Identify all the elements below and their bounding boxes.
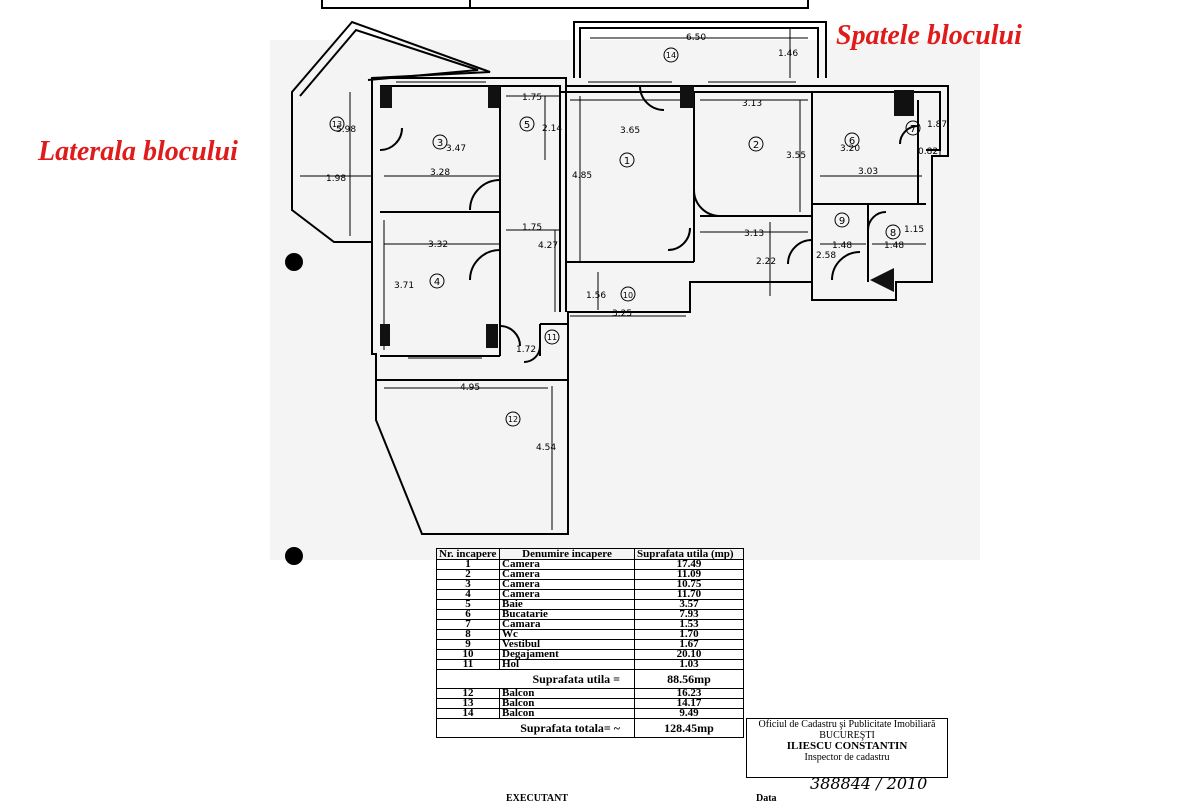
useful-area-label: Suprafata utila = bbox=[436, 669, 635, 689]
handwritten-number: 388844 / 2010 bbox=[810, 774, 928, 793]
dim-label: 3.03 bbox=[858, 167, 878, 177]
label-back-of-building: Spatele blocului bbox=[836, 20, 1022, 51]
room-number-10: 10 bbox=[623, 291, 633, 300]
total-area-row: Suprafata totala= ~ 128.45mp bbox=[436, 718, 744, 738]
bullet-dot bbox=[285, 253, 303, 271]
dim-label: 2.22 bbox=[756, 257, 776, 267]
date-label: Data bbox=[756, 793, 777, 804]
dim-label: 3.13 bbox=[742, 99, 762, 109]
bullet-dot bbox=[285, 547, 303, 565]
dim-label: 3.32 bbox=[428, 240, 448, 250]
stamp-inspector-name: ILIESCU CONSTANTIN bbox=[786, 740, 908, 752]
room-number-4: 4 bbox=[434, 277, 440, 288]
dim-label: 4.27 bbox=[538, 241, 558, 251]
room-area: 9.49 bbox=[634, 708, 744, 719]
dim-label: 3.13 bbox=[744, 229, 764, 239]
dim-label: 2.14 bbox=[542, 124, 562, 134]
dim-label: 3.28 bbox=[430, 168, 450, 178]
dim-label: 1.48 bbox=[832, 241, 852, 251]
useful-area-value: 88.56mp bbox=[634, 669, 744, 689]
dim-label: 3.65 bbox=[620, 126, 640, 136]
dim-label: 6.50 bbox=[686, 33, 706, 43]
dim-label: 3.20 bbox=[840, 144, 860, 154]
dim-label: 4.54 bbox=[536, 443, 556, 453]
stamp-office: Oficiul de Cadastru şi Publicitate Imobi… bbox=[758, 719, 936, 730]
room-name: Degajament bbox=[499, 649, 635, 660]
room-number-14: 14 bbox=[666, 51, 676, 60]
room-name: Balcon bbox=[499, 708, 635, 719]
dim-label: 1.15 bbox=[904, 225, 924, 235]
dim-label: 1.56 bbox=[586, 291, 606, 301]
room-number-13: 13 bbox=[332, 120, 342, 129]
dim-label: 4.85 bbox=[572, 171, 592, 181]
room-name: Hol bbox=[499, 659, 635, 670]
stamp-role: Inspector de cadastru bbox=[804, 752, 890, 763]
dim-label: 0.82 bbox=[918, 147, 938, 157]
room-nr: 11 bbox=[436, 659, 500, 670]
dim-label: 1.87 bbox=[927, 120, 947, 130]
room-number-3: 3 bbox=[437, 138, 443, 149]
label-side-of-building: Laterala blocului bbox=[38, 136, 238, 167]
total-area-label: Suprafata totala= ~ bbox=[436, 718, 635, 738]
room-number-2: 2 bbox=[753, 140, 759, 151]
dim-label: 1.75 bbox=[522, 223, 542, 233]
room-number-5: 5 bbox=[524, 120, 530, 131]
dim-label: 1.48 bbox=[884, 241, 904, 251]
room-number-8: 8 bbox=[890, 228, 896, 239]
room-number-7: 7 bbox=[910, 124, 916, 135]
useful-area-row: Suprafata utila = 88.56mp bbox=[436, 669, 744, 689]
room-number-12: 12 bbox=[508, 415, 518, 424]
dim-label: 1.75 bbox=[522, 93, 542, 103]
dim-label: 3.71 bbox=[394, 281, 414, 291]
dim-label: 3.47 bbox=[446, 144, 466, 154]
cadastre-stamp: Oficiul de Cadastru şi Publicitate Imobi… bbox=[746, 718, 948, 778]
room-area: 1.03 bbox=[634, 659, 744, 670]
total-area-value: 128.45mp bbox=[634, 718, 744, 738]
room-number-1: 1 bbox=[624, 156, 630, 167]
dim-label: 2.58 bbox=[816, 251, 836, 261]
dim-label: 4.95 bbox=[460, 383, 480, 393]
room-nr: 14 bbox=[436, 708, 500, 719]
room-number-11: 11 bbox=[547, 333, 557, 342]
dim-label: 3.25 bbox=[612, 309, 632, 319]
room-number-9: 9 bbox=[839, 216, 845, 227]
room-name: Camara bbox=[499, 619, 635, 630]
dim-label: 1.72 bbox=[516, 345, 536, 355]
dim-label: 1.46 bbox=[778, 49, 798, 59]
dim-label: 3.55 bbox=[786, 151, 806, 161]
header-name: Denumire incapere bbox=[499, 548, 635, 560]
room-area-table: Nr. incapere Denumire incapere Suprafata… bbox=[436, 548, 744, 738]
dim-label: 1.98 bbox=[326, 174, 346, 184]
dim-label: 5.98 bbox=[336, 125, 356, 135]
room-number-6: 6 bbox=[849, 136, 855, 147]
stamp-city: BUCUREŞTI bbox=[819, 730, 875, 741]
executant-label: EXECUTANT bbox=[506, 793, 569, 804]
